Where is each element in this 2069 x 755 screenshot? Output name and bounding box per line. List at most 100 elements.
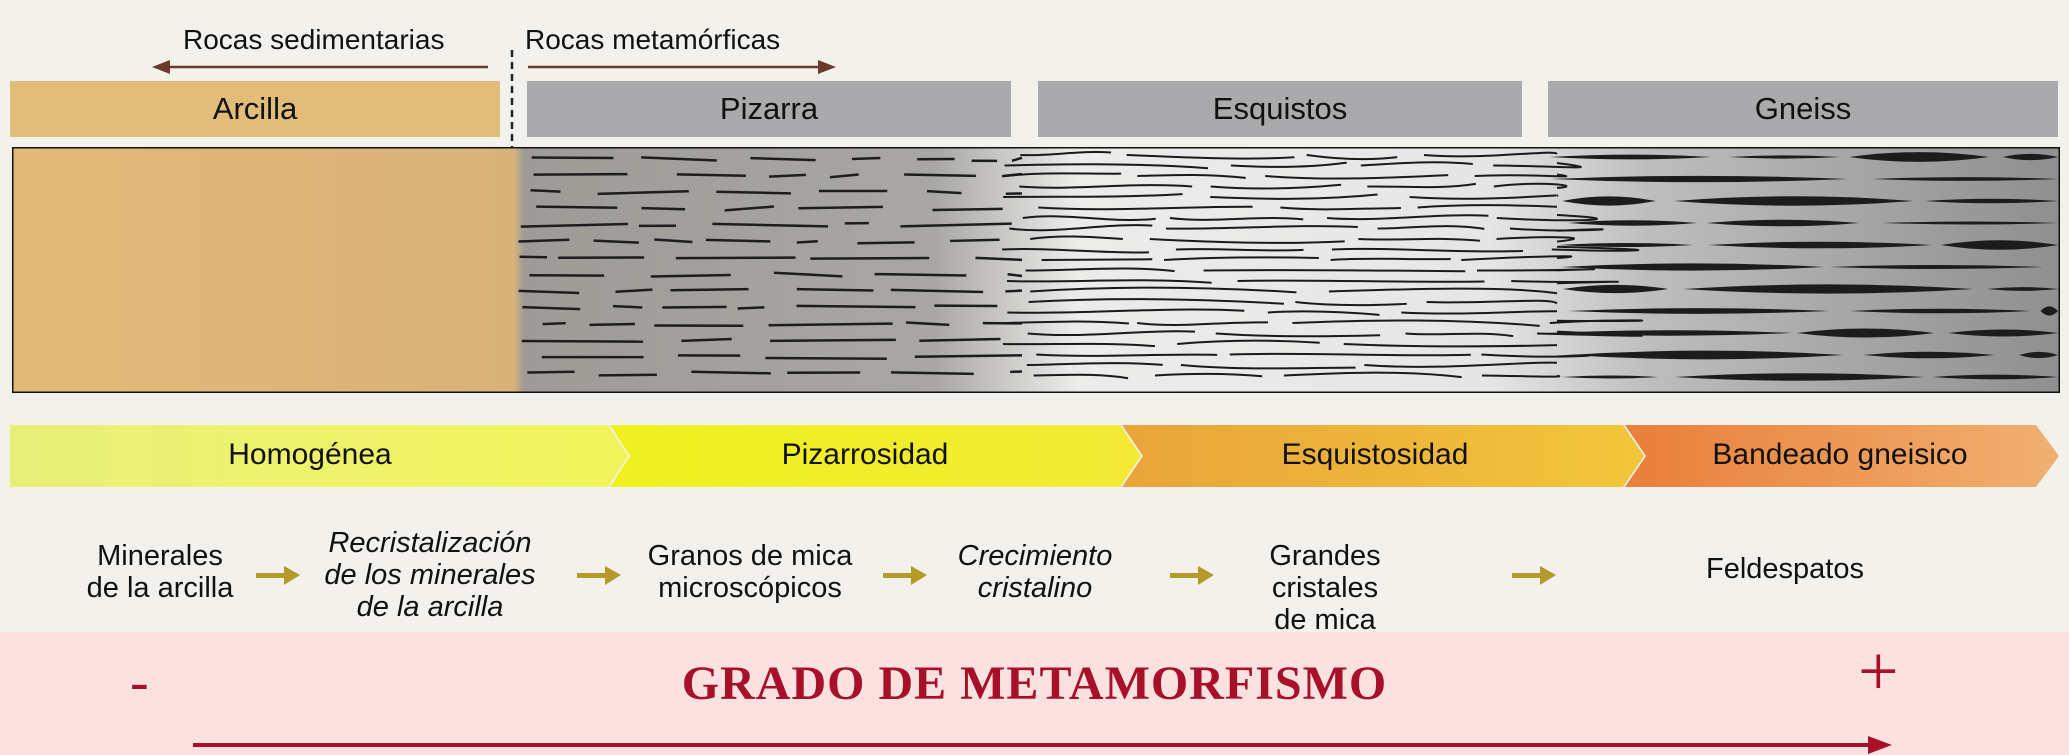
slate-line bbox=[798, 205, 883, 210]
gneiss-band bbox=[1549, 154, 1712, 160]
slate-line bbox=[612, 304, 643, 309]
gneiss-band bbox=[1882, 221, 2058, 225]
slate-line bbox=[589, 322, 636, 327]
gneiss-band bbox=[2040, 306, 2058, 316]
schist-line bbox=[1036, 353, 1218, 357]
schist-line bbox=[1154, 372, 1263, 378]
schist-line bbox=[1169, 217, 1304, 221]
schist-line bbox=[1020, 151, 1112, 157]
stage-arrows bbox=[10, 425, 2059, 487]
schist-line bbox=[1326, 214, 1489, 221]
schist-line bbox=[1149, 238, 1345, 244]
process-minerales-arcilla: Minerales de la arcilla bbox=[86, 540, 234, 604]
gneiss-band bbox=[1986, 287, 2058, 291]
slate-line bbox=[1011, 156, 1023, 163]
gneiss-band bbox=[1850, 308, 2032, 314]
stage-label-homogenea: Homogénea bbox=[228, 438, 392, 471]
schist-texture bbox=[1002, 151, 1643, 380]
schist-line bbox=[1002, 342, 1156, 348]
slate-line bbox=[796, 240, 818, 244]
rock-label-pizarra: Pizarra bbox=[719, 91, 819, 126]
schist-line bbox=[1230, 161, 1347, 168]
rock-label-esquistos: Esquistos bbox=[1212, 91, 1348, 126]
slate-line bbox=[681, 337, 732, 343]
schist-line bbox=[1030, 235, 1123, 241]
schist-line bbox=[1474, 173, 1568, 178]
gneiss-band bbox=[1872, 177, 2058, 181]
slate-line bbox=[890, 288, 984, 294]
schist-line bbox=[1476, 268, 1596, 272]
schist-line bbox=[1180, 364, 1356, 370]
slate-line bbox=[737, 306, 765, 310]
slate-line bbox=[768, 322, 893, 327]
schist-line bbox=[1496, 214, 1598, 222]
gneiss-band bbox=[1849, 152, 1990, 162]
schist-line bbox=[1006, 320, 1130, 325]
slate-line bbox=[765, 356, 887, 360]
slate-line bbox=[796, 304, 916, 309]
gneiss-band bbox=[1562, 196, 1656, 206]
schist-line bbox=[1136, 321, 1269, 327]
process-feldespatos: Feldespatos bbox=[1706, 553, 1864, 585]
schist-line bbox=[1364, 361, 1558, 368]
stage-arrow-esquistosidad bbox=[1122, 425, 1644, 487]
schist-line bbox=[1367, 182, 1477, 189]
stage-arrow-pizarrosidad bbox=[610, 425, 1141, 487]
slate-line bbox=[770, 338, 896, 343]
gneiss-band bbox=[1546, 330, 1792, 336]
schist-line bbox=[1003, 193, 1183, 198]
slate-line bbox=[926, 189, 962, 195]
gneiss-band bbox=[1940, 240, 2058, 250]
slate-line bbox=[829, 173, 859, 179]
slate-line bbox=[654, 238, 693, 244]
schist-line bbox=[1030, 286, 1297, 294]
gneiss-band bbox=[1560, 263, 1824, 271]
schist-line bbox=[1493, 182, 1568, 189]
schist-line bbox=[1005, 172, 1122, 177]
slate-line bbox=[919, 337, 1001, 343]
rock-band-gneiss: Gneiss bbox=[1548, 81, 2058, 137]
slate-line bbox=[521, 339, 644, 343]
schist-line bbox=[1283, 371, 1462, 379]
stage-label-bandeado: Bandeado gneisico bbox=[1712, 438, 1968, 471]
process-arrow-4 bbox=[1170, 566, 1214, 585]
slate-line bbox=[691, 370, 771, 375]
schist-line bbox=[1006, 279, 1212, 284]
process-arrow-2 bbox=[577, 566, 621, 585]
slate-line bbox=[522, 305, 581, 311]
slate-line bbox=[641, 206, 686, 211]
slate-line bbox=[932, 207, 1003, 212]
schist-line bbox=[1004, 163, 1209, 170]
schist-line bbox=[1295, 301, 1407, 307]
slate-line bbox=[874, 272, 967, 277]
gneiss-texture bbox=[1546, 152, 2058, 381]
gneiss-band bbox=[2019, 351, 2058, 359]
schist-line bbox=[1343, 343, 1558, 348]
stage-arrow-homogenea bbox=[10, 425, 628, 487]
slate-line bbox=[851, 156, 881, 161]
process-arrow-1 bbox=[256, 566, 300, 585]
stage-label-esquistosidad: Esquistosidad bbox=[1281, 438, 1469, 471]
schist-line bbox=[1409, 194, 1559, 200]
schist-line bbox=[1038, 205, 1253, 211]
metamorphic-arrowhead bbox=[818, 60, 836, 74]
process-crecimiento: Crecimiento cristalino bbox=[957, 540, 1113, 604]
process-arrow-3 bbox=[883, 566, 927, 585]
rock-texture-panel bbox=[12, 147, 2060, 393]
gneiss-band bbox=[1568, 308, 1830, 314]
gneiss-band bbox=[1948, 329, 2058, 337]
schist-line bbox=[1267, 310, 1380, 316]
schist-line bbox=[1126, 154, 1295, 160]
sedimentary-arrowhead bbox=[152, 60, 170, 74]
slate-line bbox=[593, 239, 639, 244]
schist-line bbox=[1330, 257, 1451, 261]
gneiss-band bbox=[1673, 196, 1913, 206]
metamorphism-grade-title: GRADO DE METAMORFISMO bbox=[681, 657, 1388, 710]
schist-line bbox=[1461, 255, 1573, 261]
schist-line bbox=[1292, 319, 1540, 327]
schist-line bbox=[1265, 174, 1449, 180]
metamorphic-label: Rocas metamórficas bbox=[525, 24, 781, 55]
process-granos-mica: Granos de mica microscópicos bbox=[647, 540, 853, 604]
schist-line bbox=[1549, 319, 1643, 324]
gneiss-band bbox=[1674, 373, 1925, 381]
